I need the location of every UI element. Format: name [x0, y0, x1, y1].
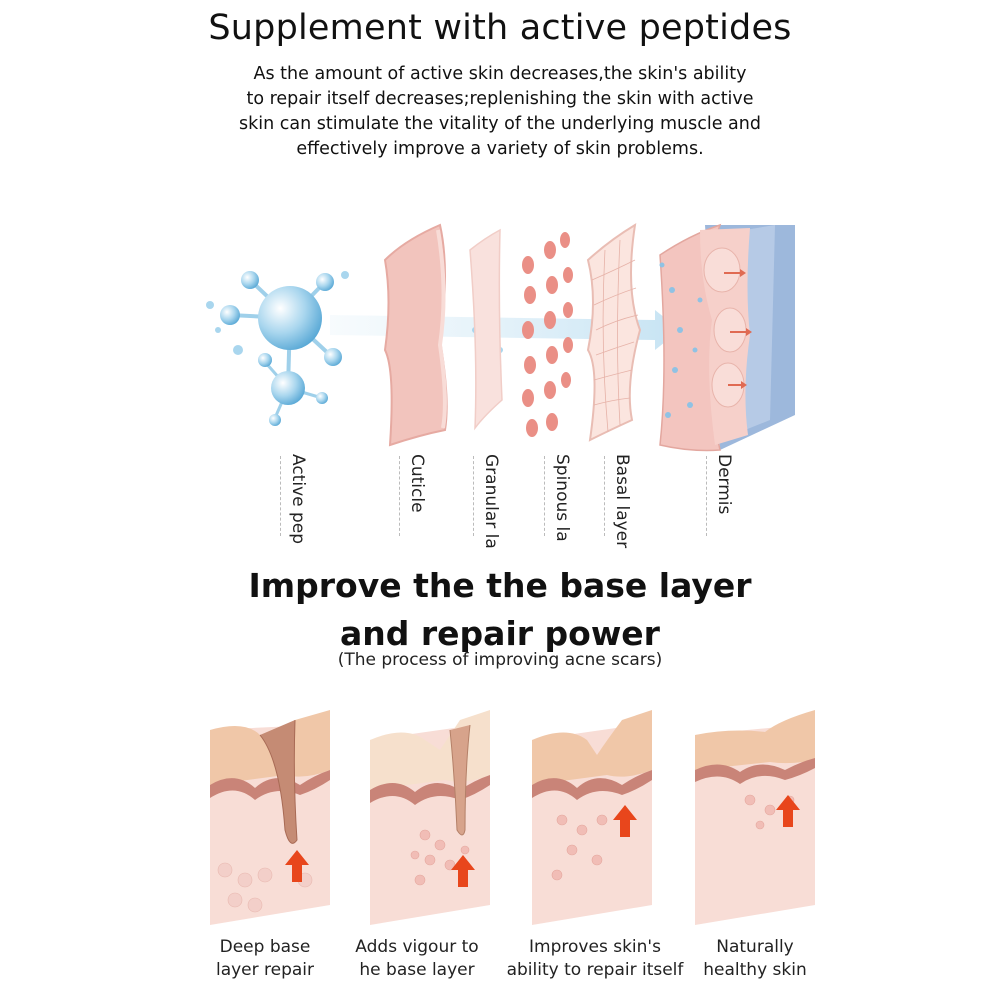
label-dermis: Dermis — [702, 452, 732, 550]
caption-line: Adds vigour to — [355, 937, 479, 957]
layer-label: Active pep — [288, 454, 306, 545]
cuticle-layer — [383, 223, 448, 447]
stage-4-caption: Naturally healthy skin — [670, 936, 840, 982]
intro-line: skin can stimulate the vitality of the u… — [239, 114, 761, 134]
peptide-molecule-icon — [206, 271, 349, 426]
layer-label: Granular la — [481, 454, 499, 549]
section-title: Improve the the base layer and repair po… — [0, 562, 1000, 658]
main-title: Supplement with active peptides — [208, 8, 792, 48]
stage-3-illustration — [532, 710, 652, 925]
section-title-line: Improve the the base layer — [248, 566, 752, 605]
caption-line: he base layer — [359, 960, 475, 980]
layer-label: Spinous la — [552, 454, 570, 542]
intro-paragraph: As the amount of active skin decreases,t… — [0, 62, 1000, 162]
intro-line: As the amount of active skin decreases,t… — [253, 64, 747, 84]
layer-label: Cuticle — [407, 454, 425, 513]
stage-2-illustration — [370, 710, 490, 925]
label-cuticle: Cuticle — [395, 452, 425, 550]
section-title-line: and repair power — [340, 614, 660, 653]
intro-line: effectively improve a variety of skin pr… — [296, 139, 704, 159]
dermis-layer — [659, 223, 795, 452]
arrow-up-icon — [613, 805, 637, 837]
layer-label: Basal layer — [612, 454, 630, 549]
caption-line: Improves skin's — [529, 937, 661, 957]
layer-label: Dermis — [714, 454, 732, 515]
stage-1-caption: Deep base layer repair — [180, 936, 350, 982]
caption-line: healthy skin — [703, 960, 807, 980]
caption-line: ability to repair itself — [506, 960, 684, 980]
stage-1-illustration — [210, 710, 330, 925]
skin-layers-illustration — [206, 223, 795, 452]
intro-line: to repair itself decreases;replenishing … — [246, 89, 754, 109]
arrow-up-icon — [776, 795, 800, 827]
section-subtitle: (The process of improving acne scars) — [337, 650, 663, 670]
granular-layer — [469, 228, 503, 431]
stage-3-caption: Improves skin's ability to repair itself — [495, 936, 695, 982]
label-granular: Granular la — [469, 452, 499, 550]
stage-2-caption: Adds vigour to he base layer — [332, 936, 502, 982]
label-active-peptides: Active pep — [276, 452, 306, 550]
basal-layer — [586, 223, 642, 442]
spinous-layer — [522, 232, 573, 437]
arrow-up-icon — [285, 850, 309, 882]
stage-4-illustration — [695, 710, 815, 925]
caption-line: Naturally — [716, 937, 794, 957]
caption-line: layer repair — [215, 960, 315, 980]
arrow-up-icon — [451, 855, 475, 887]
caption-line: Deep base — [219, 937, 311, 957]
label-basal: Basal layer — [600, 452, 630, 550]
label-spinous: Spinous la — [540, 452, 570, 550]
